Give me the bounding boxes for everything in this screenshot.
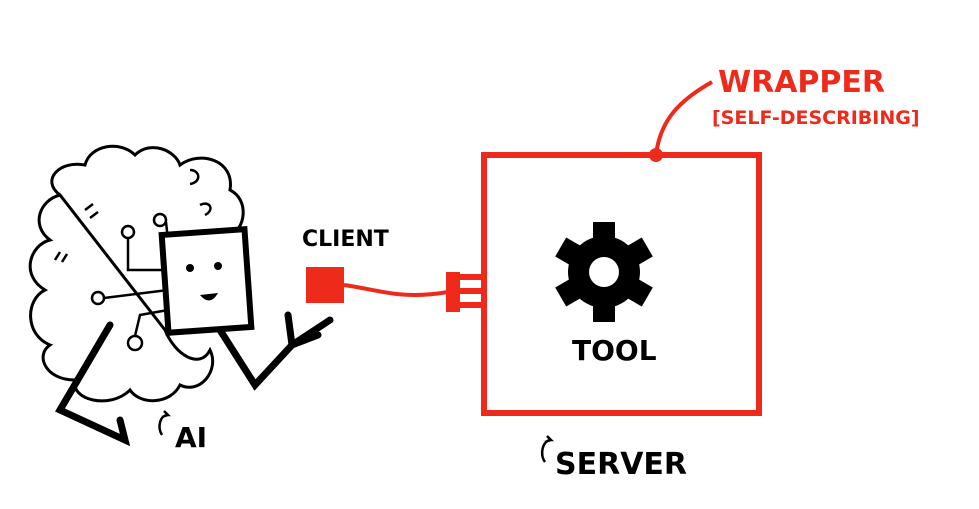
circuit-lines xyxy=(90,212,170,352)
robot-arm-right xyxy=(216,311,334,391)
wrapper-label: WRAPPER xyxy=(718,65,885,100)
server-pointer-arrow xyxy=(540,435,555,463)
tool-label: TOOL xyxy=(572,334,657,367)
robot-eye-right xyxy=(214,262,222,270)
connection-cable xyxy=(343,283,449,297)
robot-mouth xyxy=(200,293,218,301)
client-plug xyxy=(306,267,344,303)
brain-folds xyxy=(53,168,212,263)
server-socket xyxy=(446,272,482,312)
server-label: SERVER xyxy=(555,447,687,482)
gear-icon xyxy=(555,222,653,322)
robot-leg xyxy=(55,321,131,447)
server-box xyxy=(481,152,762,416)
client-label: CLIENT xyxy=(302,227,389,252)
wrapper-callout-line xyxy=(654,80,713,156)
ai-label: AI xyxy=(175,421,207,454)
ai-pointer-arrow xyxy=(158,410,172,436)
wrapper-note: [SELF-DESCRIBING] xyxy=(712,107,920,129)
robot-eye-left xyxy=(186,264,194,272)
wrapper-callout-dot xyxy=(649,148,663,162)
robot-face xyxy=(158,225,255,336)
